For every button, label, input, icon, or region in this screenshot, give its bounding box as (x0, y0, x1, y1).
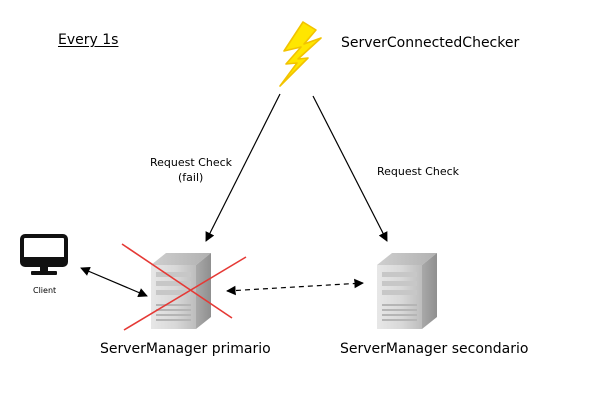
request-check-primary-label: Request Check (150, 156, 233, 169)
server-tower-icon (151, 253, 211, 329)
request-check-secondary-label: Request Check (377, 165, 460, 178)
server-tower-icon (377, 253, 437, 329)
checker-label: ServerConnectedChecker (341, 35, 520, 51)
request-check-primary-status: (fail) (178, 171, 204, 184)
client-server-arrow (80, 266, 148, 298)
primary-server-label: ServerManager primario (100, 341, 271, 357)
lightning-bolt-icon (279, 21, 322, 87)
request-check-arrow-primary (205, 93, 281, 242)
server-sync-arrow (226, 278, 364, 296)
frequency-label: Every 1s (58, 32, 119, 48)
monitor-icon (20, 234, 68, 275)
request-check-arrow-secondary (312, 95, 388, 242)
client-label: Client (33, 286, 57, 295)
failure-cross (121, 243, 247, 331)
secondary-server-label: ServerManager secondario (340, 341, 529, 357)
